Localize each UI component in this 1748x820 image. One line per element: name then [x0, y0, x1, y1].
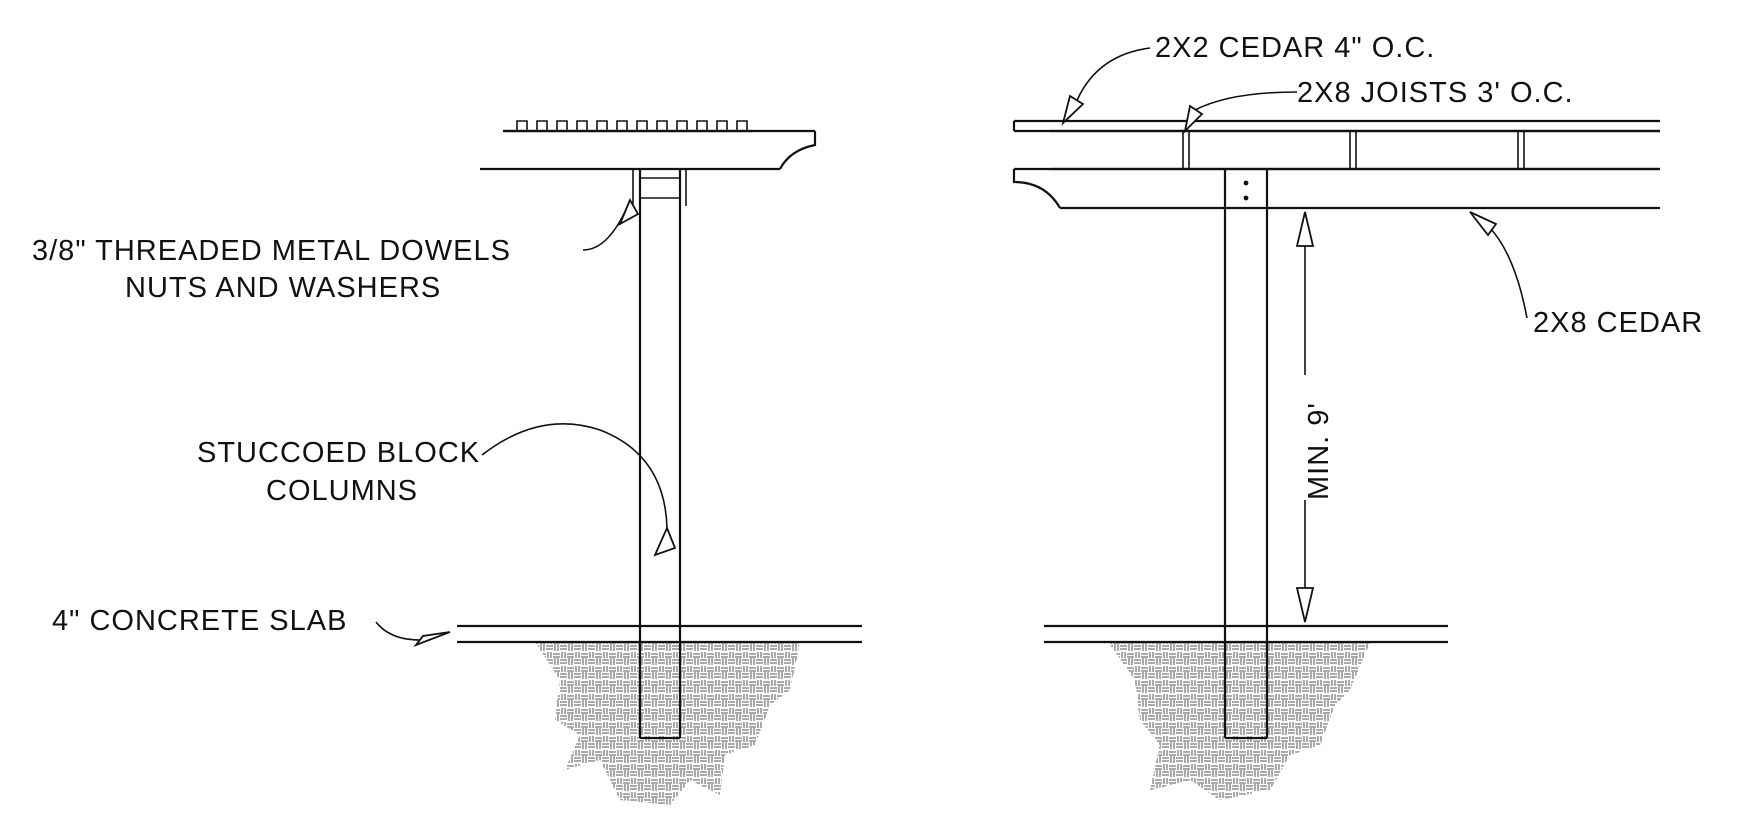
column-arrow [653, 525, 677, 557]
dowels-label-line1: 3/8" THREADED METAL DOWELS [32, 235, 511, 267]
right-2x8-beam [1012, 167, 1660, 210]
left-dowel-connection [632, 169, 687, 206]
right-soil-footing [1108, 642, 1370, 800]
slab-label: 4" CONCRETE SLAB [52, 605, 347, 637]
joists-leader [1194, 91, 1298, 111]
cedar-2x8-label: 2X8 CEDAR [1533, 307, 1703, 339]
right-2x2-cedar [1012, 119, 1660, 133]
height-dimension: MIN. 9' [1295, 211, 1335, 623]
height-label: MIN. 9' [1303, 402, 1335, 500]
left-soil-footing [535, 642, 800, 805]
joists-label: 2X8 JOISTS 3' O.C. [1297, 77, 1574, 109]
right-column [1223, 169, 1269, 740]
dowels-label-line2: NUTS AND WASHERS [125, 272, 441, 304]
column-leader [481, 423, 668, 529]
dowels-leader [582, 199, 631, 251]
right-joists [1050, 129, 1660, 171]
left-column [638, 169, 682, 740]
column-label-line2: COLUMNS [266, 475, 418, 507]
left-section: 3/8" THREADED METAL DOWELS NUTS AND WASH… [32, 120, 862, 805]
cedar-2x8-leader [1489, 227, 1528, 319]
slab-arrow [413, 631, 451, 647]
left-2x2-slats [503, 120, 752, 133]
left-concrete-slab [457, 624, 862, 644]
right-concrete-slab [1044, 624, 1448, 644]
slab-leader [375, 621, 421, 641]
cedar-2x2-leader [1074, 47, 1151, 106]
cedar-2x2-label: 2X2 CEDAR 4" O.C. [1155, 32, 1435, 64]
cedar-2x2-arrow [1061, 94, 1085, 126]
dowels-arrow [618, 197, 640, 227]
joists-arrow [1183, 104, 1204, 134]
right-section: MIN. 9' 2X2 CEDAR 4" O.C. 2X8 JOISTS 3' … [1012, 32, 1703, 800]
cedar-2x8-arrow [1469, 211, 1498, 237]
column-label-line1: STUCCOED BLOCK [197, 437, 480, 469]
left-beam [480, 129, 817, 171]
